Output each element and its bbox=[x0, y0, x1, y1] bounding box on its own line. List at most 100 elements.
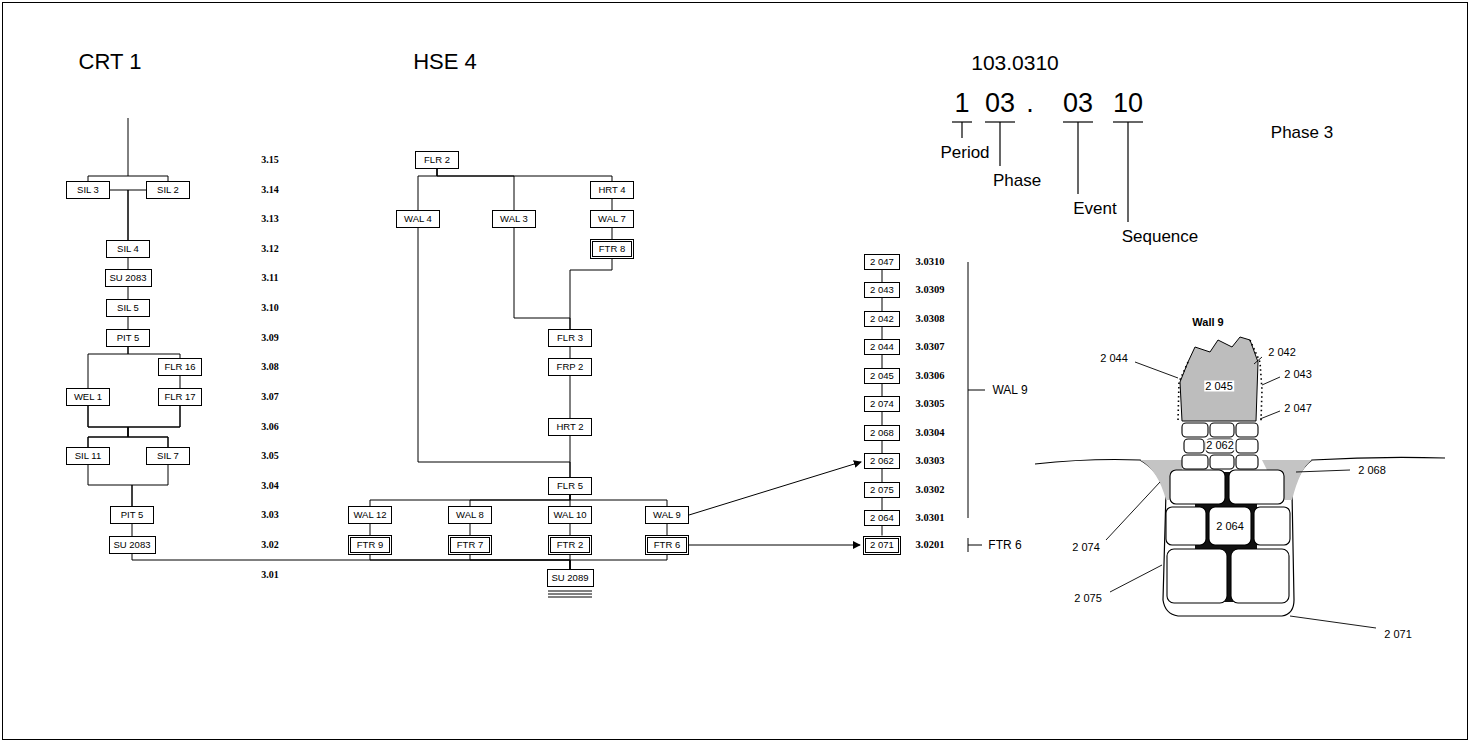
level-number: 3.01 bbox=[261, 570, 279, 580]
code-key-lines bbox=[952, 122, 1143, 222]
context-box: WAL 12 bbox=[348, 506, 392, 524]
context-box: SIL 11 bbox=[66, 447, 110, 465]
box-label: 2 047 bbox=[870, 257, 894, 267]
box-label: WAL 12 bbox=[353, 510, 386, 520]
matrix-line bbox=[418, 169, 437, 210]
box-label: SIL 2 bbox=[157, 185, 179, 195]
box-label: WAL 8 bbox=[456, 510, 484, 520]
sequence-number: 3.0307 bbox=[916, 342, 945, 353]
callout-number: 2 044 bbox=[1099, 353, 1129, 364]
context-box: FLR 2 bbox=[415, 151, 459, 169]
callout-number: 2 047 bbox=[1283, 403, 1313, 414]
sequence-number: 3.0301 bbox=[916, 513, 945, 524]
context-box: SIL 3 bbox=[66, 181, 110, 199]
matrix-line bbox=[370, 555, 570, 569]
frame bbox=[3, 3, 1468, 740]
matrix-line bbox=[882, 327, 883, 339]
level-number: 3.12 bbox=[261, 244, 279, 254]
matrix-line bbox=[132, 554, 570, 569]
key-label: Period bbox=[940, 144, 989, 161]
level-number: 3.03 bbox=[261, 510, 279, 520]
box-label: SIL 7 bbox=[157, 451, 179, 461]
matrix-line bbox=[570, 376, 571, 418]
matrix-line bbox=[437, 169, 514, 210]
code-digits: 1 bbox=[954, 90, 969, 117]
context-box: WAL 8 bbox=[448, 506, 492, 524]
box-label: WAL 4 bbox=[404, 214, 432, 224]
key-label: Phase bbox=[993, 172, 1041, 189]
context-box: FTR 7 bbox=[448, 535, 492, 555]
matrix-line bbox=[570, 555, 667, 569]
sequence-number: 3.0305 bbox=[916, 399, 945, 410]
level-number: 3.14 bbox=[261, 185, 279, 195]
matrix-line bbox=[128, 317, 129, 329]
sequence-number: 3.0302 bbox=[916, 485, 945, 496]
matrix-line bbox=[882, 498, 883, 510]
box-label: FTR 8 bbox=[599, 244, 625, 254]
context-box: FTR 2 bbox=[548, 535, 592, 555]
box-label: SIL 11 bbox=[75, 451, 101, 461]
pointer-arrow bbox=[689, 462, 861, 515]
box-label: FTR 2 bbox=[557, 540, 583, 550]
context-box: SIL 2 bbox=[146, 181, 190, 199]
box-label: FTR 7 bbox=[457, 540, 483, 550]
sequence-box: 2 047 bbox=[864, 254, 900, 270]
key-label: Phase 3 bbox=[1271, 124, 1333, 141]
matrix-line bbox=[470, 555, 570, 569]
figure-title: Wall 9 bbox=[1192, 317, 1223, 328]
box-label: FTR 9 bbox=[357, 540, 383, 550]
callout-number: 2 074 bbox=[1071, 542, 1101, 553]
callout-number: 2 064 bbox=[1215, 521, 1245, 532]
sequence-number: 3.0303 bbox=[916, 456, 945, 467]
box-label: 2 068 bbox=[870, 428, 894, 438]
sequence-box: 2 042 bbox=[864, 311, 900, 327]
matrix-line bbox=[882, 270, 883, 282]
box-label: 2 042 bbox=[870, 314, 894, 324]
sequence-box: 2 064 bbox=[864, 510, 900, 526]
sequence-number: 3.0304 bbox=[916, 428, 945, 439]
sequence-number: 3.0309 bbox=[916, 285, 945, 296]
level-number: 3.04 bbox=[261, 481, 279, 491]
matrix-line bbox=[470, 495, 570, 506]
matrix-line bbox=[418, 228, 570, 477]
matrix-line bbox=[437, 169, 612, 181]
sequence-bracket bbox=[968, 262, 985, 552]
box-label: HRT 2 bbox=[556, 422, 583, 432]
sequence-box: 2 062 bbox=[864, 453, 900, 469]
bracket-label: WAL 9 bbox=[992, 384, 1027, 396]
context-box: SU 2089 bbox=[547, 569, 594, 587]
box-label: FLR 2 bbox=[424, 155, 450, 165]
matrix-line bbox=[882, 441, 883, 453]
level-number: 3.09 bbox=[261, 333, 279, 343]
box-label: 2 064 bbox=[870, 513, 894, 523]
context-box: WEL 1 bbox=[66, 388, 110, 406]
code-digits: . bbox=[1026, 90, 1034, 117]
context-box: PIT 5 bbox=[106, 329, 150, 347]
matrix-line bbox=[128, 347, 180, 358]
sequence-box: 2 045 bbox=[864, 368, 900, 384]
context-box: SIL 4 bbox=[106, 240, 150, 258]
level-number: 3.06 bbox=[261, 422, 279, 432]
callout-number: 2 043 bbox=[1283, 369, 1313, 380]
box-label: 2 062 bbox=[870, 456, 894, 466]
box-label: 2 045 bbox=[870, 371, 894, 381]
context-box: FLR 17 bbox=[158, 388, 202, 406]
matrix-line bbox=[570, 259, 612, 329]
sequence-box: 2 075 bbox=[864, 482, 900, 498]
box-label: 2 074 bbox=[870, 399, 894, 409]
code-digits: 03 bbox=[1063, 90, 1093, 117]
matrix-line bbox=[612, 228, 613, 239]
sequence-box: 2 068 bbox=[864, 425, 900, 441]
matrix-line bbox=[882, 384, 883, 396]
matrix-line bbox=[882, 355, 883, 368]
box-label: SIL 5 bbox=[117, 303, 139, 313]
context-box: HRT 4 bbox=[590, 181, 634, 199]
context-box: FLR 16 bbox=[158, 358, 202, 376]
matrix-line bbox=[882, 469, 883, 482]
box-label: FRP 2 bbox=[557, 362, 584, 372]
matrix-line bbox=[132, 524, 133, 536]
box-label: FLR 16 bbox=[164, 362, 195, 372]
level-number: 3.15 bbox=[261, 155, 279, 165]
